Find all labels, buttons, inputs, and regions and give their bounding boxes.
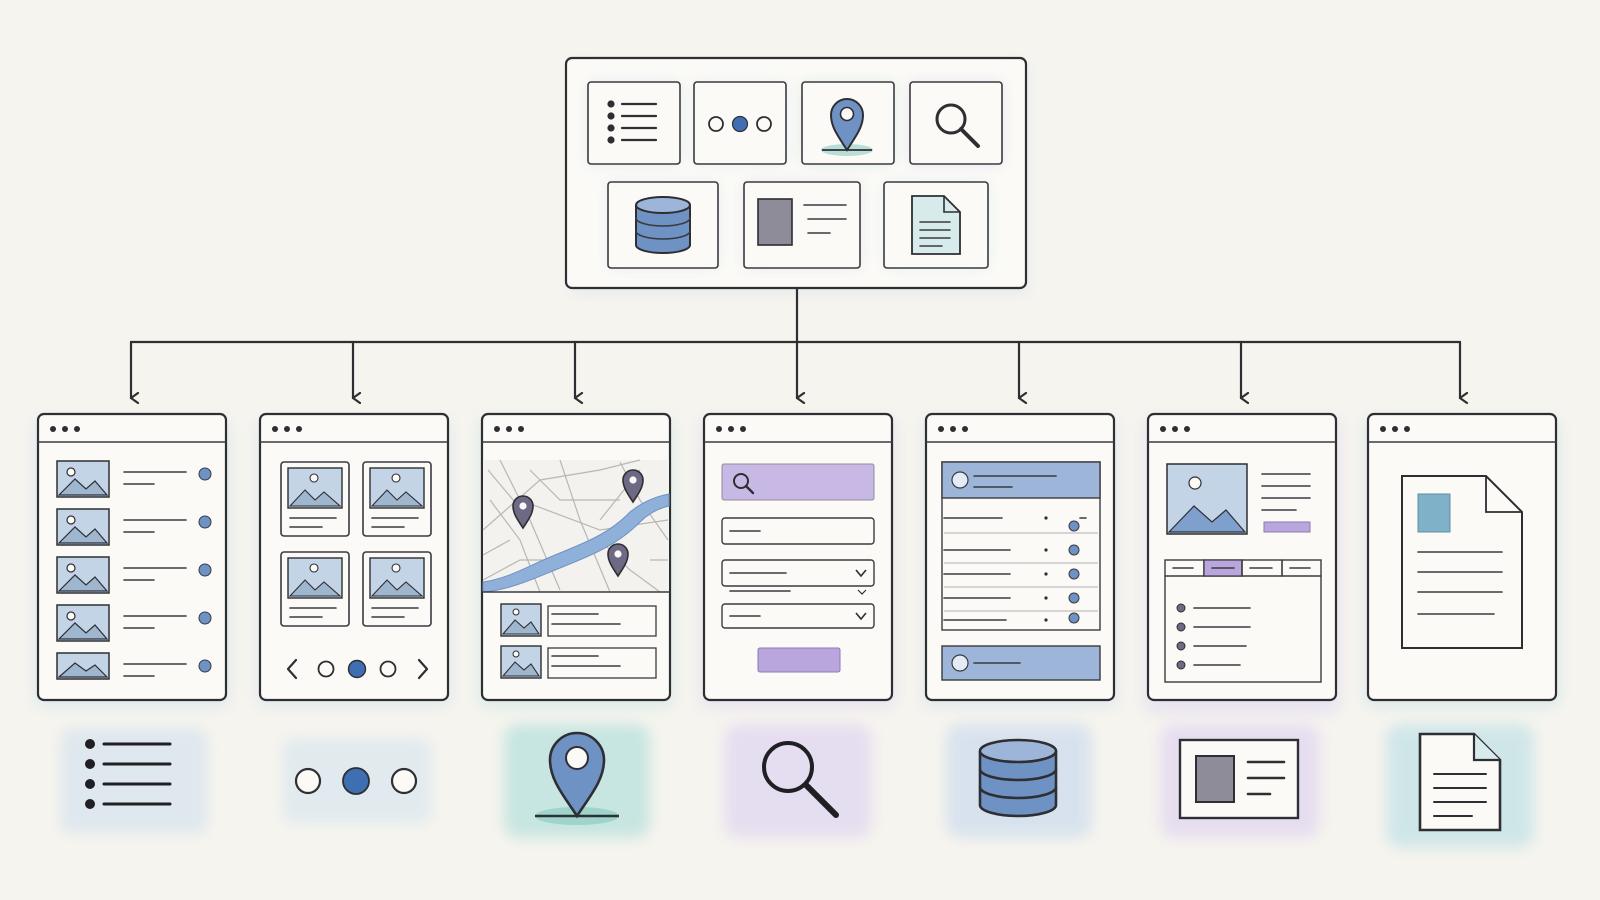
screen-map — [478, 412, 674, 708]
carousel-cards — [280, 461, 432, 627]
map-pin-icon — [622, 469, 644, 504]
chevron-left-icon — [286, 658, 298, 680]
legend-map — [504, 724, 650, 838]
legend-list — [60, 728, 208, 834]
carousel-dot-active — [347, 659, 367, 679]
table-footer — [941, 645, 1101, 681]
document-page — [1401, 475, 1523, 649]
detail-button — [1263, 521, 1311, 533]
search-icon — [935, 103, 980, 148]
card-icon — [757, 198, 847, 246]
card-icon — [1178, 738, 1300, 820]
list-icon — [607, 100, 658, 144]
detail-tabs — [1164, 559, 1322, 683]
screen-detail — [1144, 412, 1340, 714]
search-icon — [762, 741, 839, 818]
list-icon — [85, 739, 172, 809]
screen-search — [700, 412, 896, 708]
list-row — [56, 556, 212, 594]
map-pin-icon — [535, 731, 619, 825]
table-row — [943, 592, 1098, 612]
carousel-card — [280, 551, 350, 627]
root-tile-data — [607, 181, 719, 269]
map-result — [500, 603, 657, 637]
root-tile-detail — [743, 181, 861, 269]
screen-carousel — [256, 412, 452, 708]
chevron-down-icon — [855, 612, 867, 621]
list-row — [56, 604, 212, 642]
carousel-dots-icon — [294, 767, 418, 795]
legend-detail — [1160, 724, 1320, 838]
list-row — [56, 508, 212, 546]
root-tile-list — [587, 81, 681, 165]
root-panel — [564, 56, 1028, 294]
screen-list — [34, 412, 230, 708]
carousel-dot — [379, 660, 397, 678]
root-tile-search — [909, 81, 1003, 165]
table-row — [943, 568, 1098, 588]
database-icon — [635, 196, 691, 254]
chevron-right-icon — [417, 658, 429, 680]
legend-carousel — [282, 738, 432, 824]
legend-document — [1386, 724, 1534, 848]
document-icon — [911, 195, 961, 255]
screen-data — [922, 412, 1118, 708]
list-row — [56, 652, 212, 680]
search-icon — [733, 473, 755, 495]
chevron-down-icon — [855, 569, 867, 578]
map-result — [500, 645, 657, 679]
form-select — [721, 603, 875, 629]
legend-search — [724, 724, 872, 838]
map-pin-icon — [512, 495, 534, 530]
carousel-card — [362, 551, 432, 627]
legend-icons — [60, 724, 1534, 848]
detail-bullets — [1176, 603, 1251, 670]
search-bar — [721, 463, 875, 501]
list-row — [56, 460, 212, 498]
map-view — [482, 459, 670, 593]
carousel-nav — [286, 658, 429, 680]
table-row — [943, 612, 1080, 624]
legend-data — [946, 724, 1092, 838]
root-tile-document — [883, 181, 989, 269]
table-row — [943, 516, 1098, 534]
form-field — [721, 517, 875, 545]
map-pin-icon — [821, 98, 873, 156]
submit-button — [757, 647, 841, 673]
root-tile-map — [801, 81, 895, 165]
table-row — [943, 544, 1098, 564]
database-icon — [978, 738, 1058, 818]
carousel-card — [362, 461, 432, 537]
screen-document — [1364, 412, 1560, 708]
root-tile-carousel — [693, 81, 787, 165]
carousel-dot — [317, 660, 335, 678]
form-select — [721, 559, 875, 595]
document-icon — [1418, 732, 1502, 832]
connector-lines — [129, 286, 1460, 398]
detail-image — [1166, 463, 1248, 535]
table-header — [941, 461, 1101, 499]
carousel-dots-icon — [708, 115, 772, 133]
map-pin-icon — [607, 543, 629, 578]
list-rows — [56, 460, 212, 680]
carousel-card — [280, 461, 350, 537]
